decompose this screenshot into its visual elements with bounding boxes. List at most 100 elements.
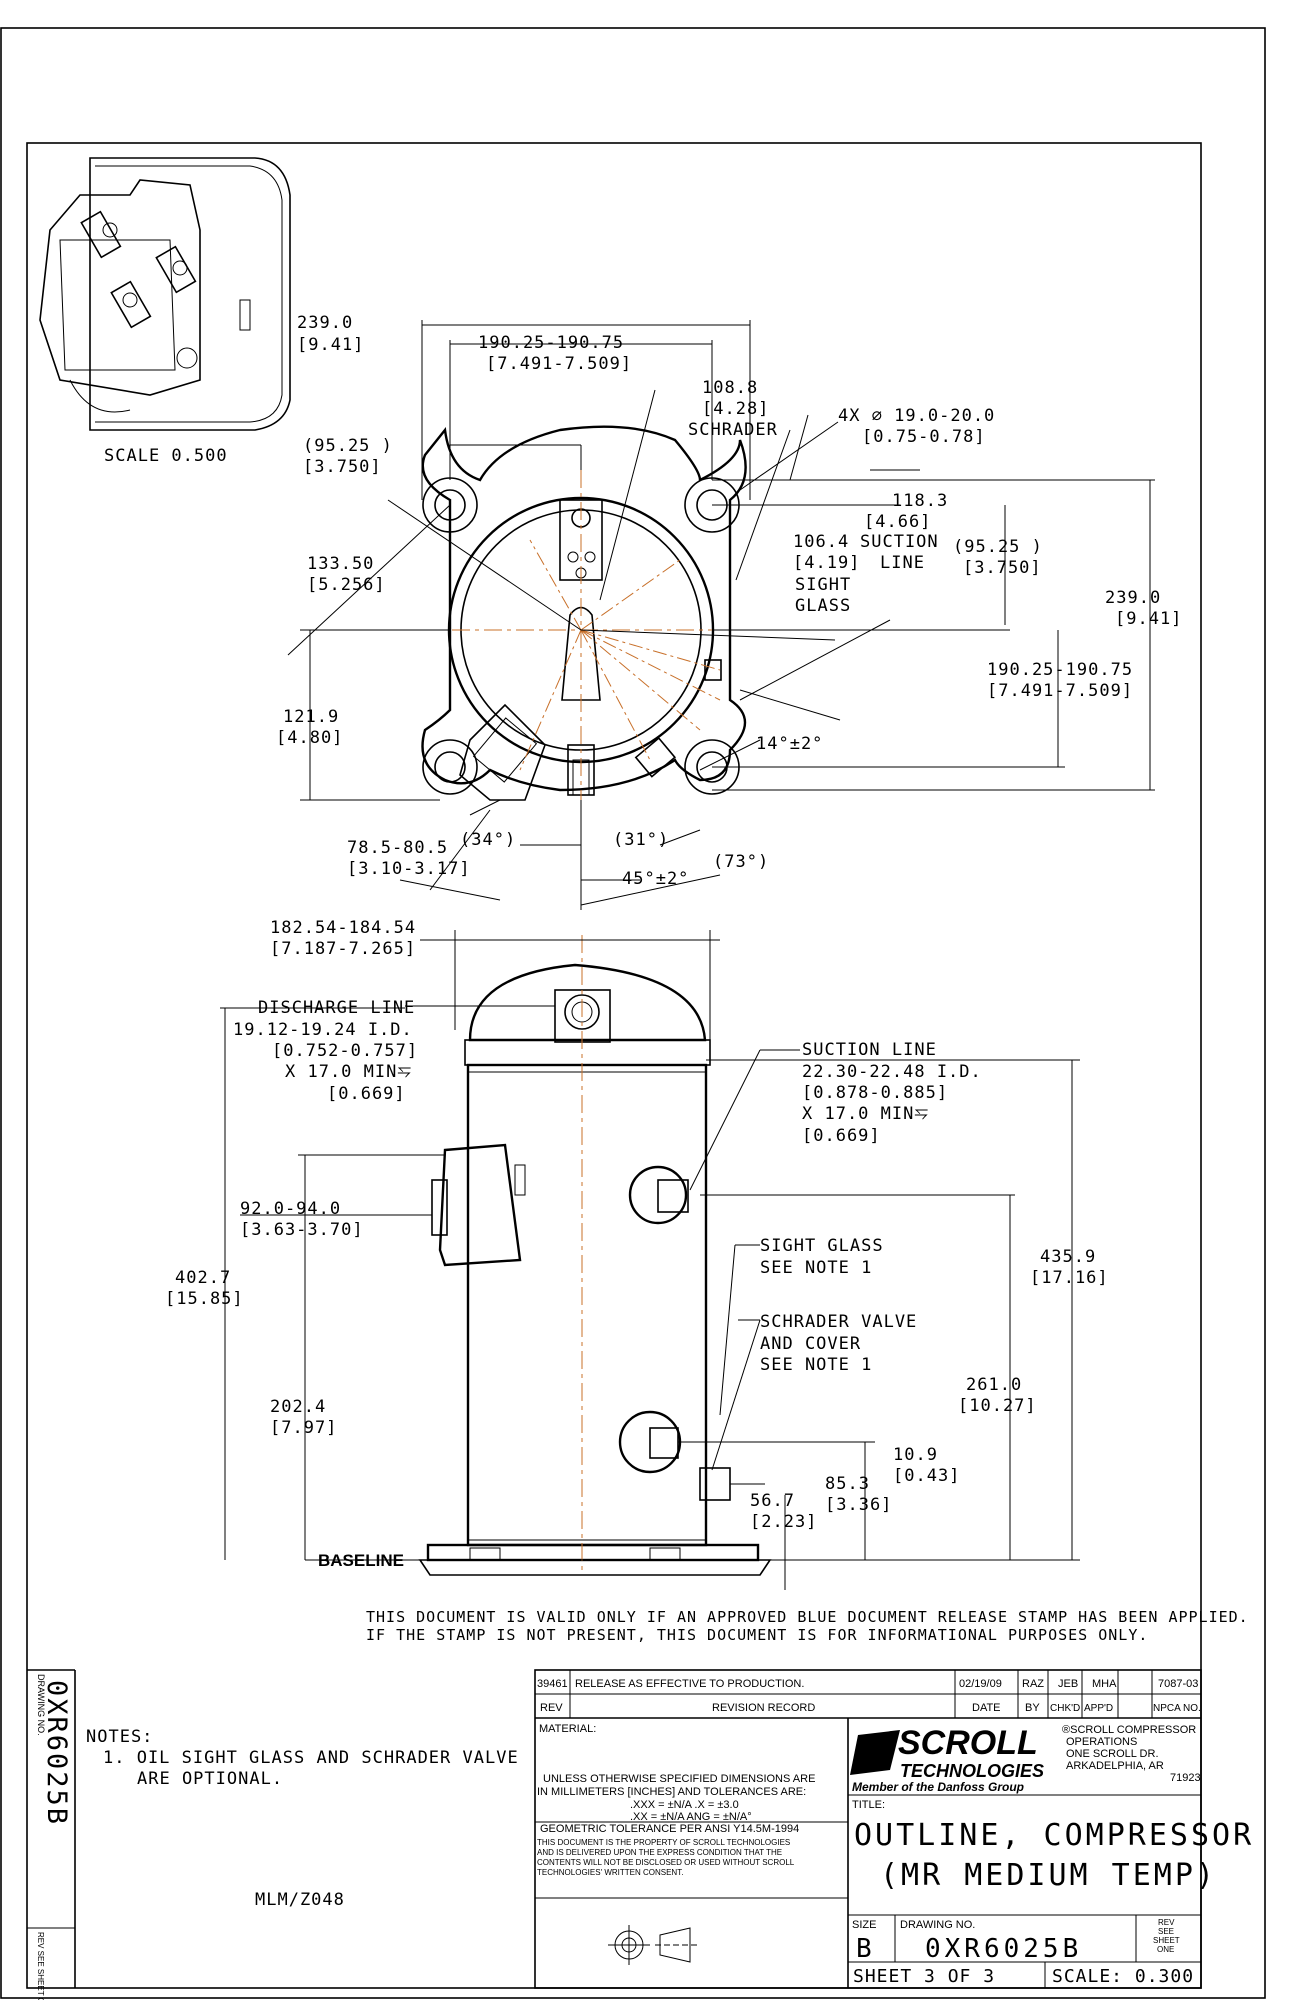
side-view-dimensions bbox=[220, 930, 1080, 1590]
dim-261-in: [10.27] bbox=[958, 1396, 1037, 1416]
label-suction-4: X 17.0 MIN⥧ bbox=[802, 1104, 929, 1124]
label-line-top: LINE bbox=[880, 553, 925, 573]
header-rev: REV bbox=[540, 1702, 563, 1714]
label-discharge-5: [0.669] bbox=[327, 1084, 406, 1104]
drawing-no-value: 0XR6025B bbox=[925, 1934, 1082, 1964]
strip-drawing-no-label: DRAWING NO. bbox=[36, 1674, 46, 1736]
dim-56-in: [2.23] bbox=[750, 1512, 817, 1532]
header-npca: NPCA NO. bbox=[1153, 1703, 1201, 1714]
property-4: TECHNOLOGIES' WRITTEN CONSENT. bbox=[537, 1868, 683, 1877]
dim-435: 435.9 bbox=[1040, 1247, 1096, 1267]
dim-angle-31: (31°) bbox=[613, 830, 669, 850]
title-label: TITLE: bbox=[852, 1799, 885, 1811]
rev-by: RAZ bbox=[1022, 1678, 1044, 1690]
notes-line-2: ARE OPTIONAL. bbox=[137, 1769, 283, 1789]
header-revision-record: REVISION RECORD bbox=[712, 1702, 815, 1714]
rev-see-4: ONE bbox=[1157, 1945, 1174, 1954]
company-1: ®SCROLL COMPRESSOR bbox=[1062, 1724, 1196, 1736]
size-value: B bbox=[856, 1934, 872, 1964]
notes-heading: NOTES: bbox=[86, 1727, 153, 1747]
notes: NOTES: 1. OIL SIGHT GLASS AND SCHRADER V… bbox=[86, 1727, 518, 1910]
label-schrader-2: AND COVER bbox=[760, 1334, 861, 1354]
company-3: ONE SCROLL DR. bbox=[1066, 1748, 1159, 1760]
dim-85: 85.3 bbox=[825, 1474, 870, 1494]
rev-appd: MHA bbox=[1092, 1678, 1117, 1690]
dim-190-right-in: [7.491-7.509] bbox=[987, 681, 1133, 701]
label-discharge-1: DISCHARGE LINE bbox=[258, 998, 415, 1018]
rev-npca: 7087-03 bbox=[1158, 1678, 1198, 1690]
dim-190-right: 190.25-190.75 bbox=[987, 660, 1133, 680]
label-sight-top: SIGHT bbox=[795, 575, 851, 595]
disclaimer-line-2: IF THE STAMP IS NOT PRESENT, THIS DOCUME… bbox=[366, 1626, 1148, 1644]
label-suction-3: [0.878-0.885] bbox=[802, 1083, 948, 1103]
disclaimer-line-1: THIS DOCUMENT IS VALID ONLY IF AN APPROV… bbox=[366, 1608, 1249, 1626]
dim-holes-in: [0.75-0.78] bbox=[862, 427, 986, 447]
detail-scale-label: SCALE 0.500 bbox=[104, 446, 228, 466]
top-view bbox=[420, 425, 760, 801]
size-label: SIZE bbox=[852, 1919, 876, 1931]
dim-435-in: [17.16] bbox=[1030, 1268, 1109, 1288]
sheet-number: SHEET 3 OF 3 bbox=[853, 1966, 995, 1987]
rev-date: 02/19/09 bbox=[959, 1678, 1002, 1690]
rev-chkd: JEB bbox=[1058, 1678, 1078, 1690]
dim-108: 108.8 bbox=[702, 378, 758, 398]
property-3: CONTENTS WILL NOT BE DISCLOSED OR USED W… bbox=[537, 1858, 795, 1867]
dim-118: 118.3 bbox=[892, 491, 948, 511]
header-date: DATE bbox=[972, 1702, 1001, 1714]
dim-10: 10.9 bbox=[893, 1445, 938, 1465]
label-suction-1: SUCTION LINE bbox=[802, 1040, 937, 1060]
dim-190-top: 190.25-190.75 bbox=[478, 333, 624, 353]
top-view-labels: 239.0 [9.41] 190.25-190.75 [7.491-7.509]… bbox=[276, 313, 1182, 889]
side-view-labels: 182.54-184.54 [7.187-7.265] DISCHARGE LI… bbox=[165, 918, 1109, 1570]
dim-106-in: [4.19] bbox=[793, 553, 860, 573]
label-schrader-1: SCHRADER VALVE bbox=[760, 1312, 917, 1332]
dim-202-in: [7.97] bbox=[270, 1418, 337, 1438]
dim-angle-14: 14°±2° bbox=[756, 734, 823, 754]
company-4: ARKADELPHIA, AR bbox=[1066, 1760, 1164, 1772]
scale-value: SCALE: 0.300 bbox=[1052, 1966, 1194, 1987]
header-chkd: CHK'D bbox=[1050, 1703, 1080, 1714]
dim-holes: 4X ⌀ 19.0-20.0 bbox=[838, 406, 995, 426]
dim-56: 56.7 bbox=[750, 1491, 795, 1511]
strip-rev-label: REV SEE SHEET ONE bbox=[36, 1932, 45, 2000]
tolerance-1: UNLESS OTHERWISE SPECIFIED DIMENSIONS AR… bbox=[543, 1773, 815, 1785]
label-sight-glass-1: SIGHT GLASS bbox=[760, 1236, 884, 1256]
label-discharge-2: 19.12-19.24 I.D. bbox=[233, 1020, 413, 1040]
dim-95-right-in: [3.750] bbox=[963, 558, 1042, 578]
dim-239-top-in: [9.41] bbox=[297, 335, 364, 355]
dim-95-top-in: [3.750] bbox=[303, 457, 382, 477]
title-line-1: OUTLINE, COMPRESSOR bbox=[854, 1818, 1254, 1853]
title-line-2: (MR MEDIUM TEMP) bbox=[880, 1858, 1217, 1893]
strip-drawing-no: 0XR6025B bbox=[41, 1680, 72, 1826]
tolerance-3: .XXX = ±N/A .X = ±3.0 bbox=[630, 1799, 739, 1811]
revision-block: 39461 RELEASE AS EFFECTIVE TO PRODUCTION… bbox=[537, 1678, 1201, 1714]
dim-239-right-in: [9.41] bbox=[1115, 609, 1182, 629]
dim-121-in: [4.80] bbox=[276, 728, 343, 748]
label-glass-top: GLASS bbox=[795, 596, 851, 616]
header-by: BY bbox=[1025, 1702, 1040, 1714]
dim-108-in: [4.28] bbox=[702, 399, 769, 419]
rev-see-1: REV bbox=[1158, 1918, 1175, 1927]
label-schrader-top: SCHRADER bbox=[688, 420, 778, 440]
dim-182-in: [7.187-7.265] bbox=[270, 939, 416, 959]
label-suction-2: 22.30-22.48 I.D. bbox=[802, 1062, 982, 1082]
sheet-border bbox=[0, 27, 1266, 1999]
disclaimer: THIS DOCUMENT IS VALID ONLY IF AN APPROV… bbox=[366, 1608, 1249, 1644]
material-label: MATERIAL: bbox=[539, 1723, 596, 1735]
dim-angle-73: (73°) bbox=[713, 852, 769, 872]
side-view bbox=[418, 935, 772, 1576]
dim-92: 92.0-94.0 bbox=[240, 1199, 341, 1219]
property-1: THIS DOCUMENT IS THE PROPERTY OF SCROLL … bbox=[537, 1838, 790, 1847]
logo-scroll: SCROLL bbox=[898, 1724, 1038, 1762]
rev-see-3: SHEET bbox=[1153, 1936, 1180, 1945]
notes-reference: MLM/Z048 bbox=[255, 1890, 345, 1910]
header-appd: APP'D bbox=[1084, 1703, 1113, 1714]
dim-118-in: [4.66] bbox=[864, 512, 931, 532]
dim-121: 121.9 bbox=[283, 707, 339, 727]
dim-261: 261.0 bbox=[966, 1375, 1022, 1395]
tolerance-2: IN MILLIMETERS [INCHES] AND TOLERANCES A… bbox=[537, 1786, 806, 1798]
dim-10-in: [0.43] bbox=[893, 1466, 960, 1486]
dim-402-in: [15.85] bbox=[165, 1289, 244, 1309]
rev-see-2: SEE bbox=[1158, 1927, 1174, 1936]
